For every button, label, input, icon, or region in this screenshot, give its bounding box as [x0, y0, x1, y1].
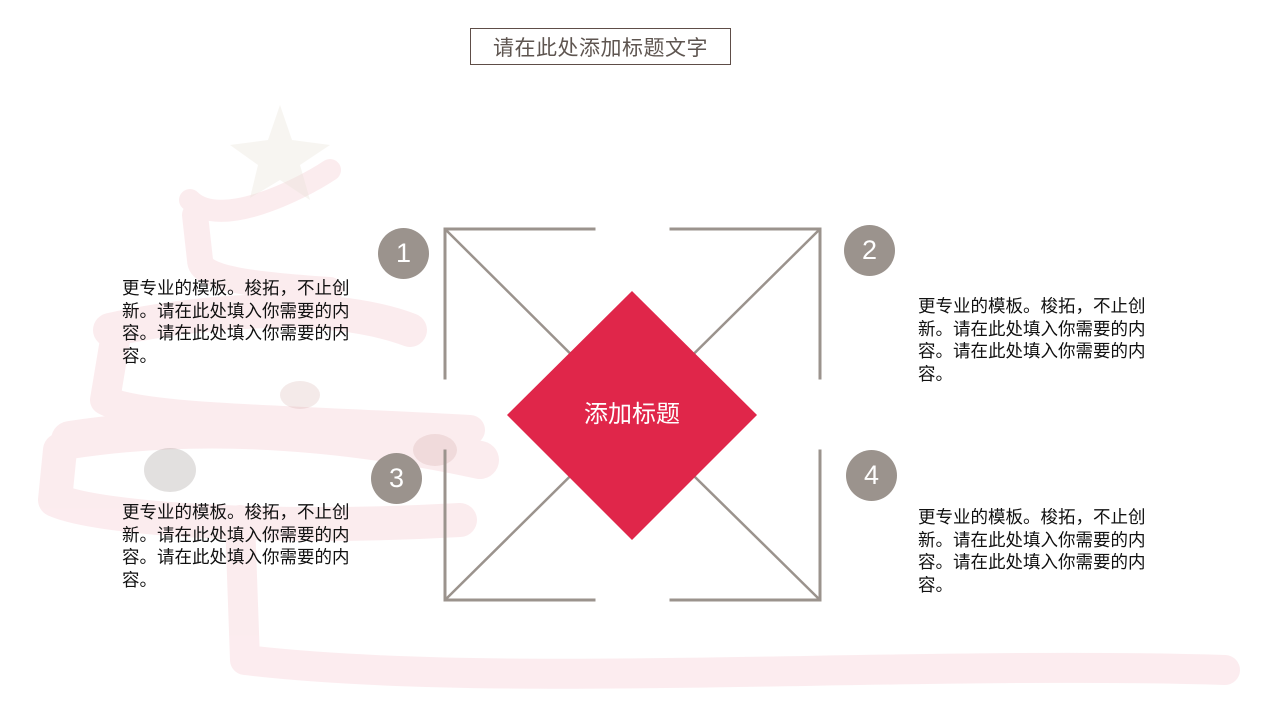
center-diamond — [507, 291, 757, 540]
step-description-2: 更专业的模板。梭拓，不止创新。请在此处填入你需要的内容。请在此处填入你需要的内容… — [918, 297, 1146, 385]
step-description-3: 更专业的模板。梭拓，不止创新。请在此处填入你需要的内容。请在此处填入你需要的内容… — [122, 503, 350, 591]
step-badge-3: 3 — [371, 453, 422, 504]
step-description-4: 更专业的模板。梭拓，不止创新。请在此处填入你需要的内容。请在此处填入你需要的内容… — [918, 508, 1146, 596]
center-title: 添加标题 — [584, 400, 680, 428]
slide-title: 请在此处添加标题文字 — [470, 28, 731, 65]
step-badge-4: 4 — [846, 450, 897, 501]
step-badge-2: 2 — [844, 225, 895, 276]
step-badge-1: 1 — [378, 228, 429, 279]
step-description-1: 更专业的模板。梭拓，不止创新。请在此处填入你需要的内容。请在此处填入你需要的内容… — [122, 279, 350, 367]
